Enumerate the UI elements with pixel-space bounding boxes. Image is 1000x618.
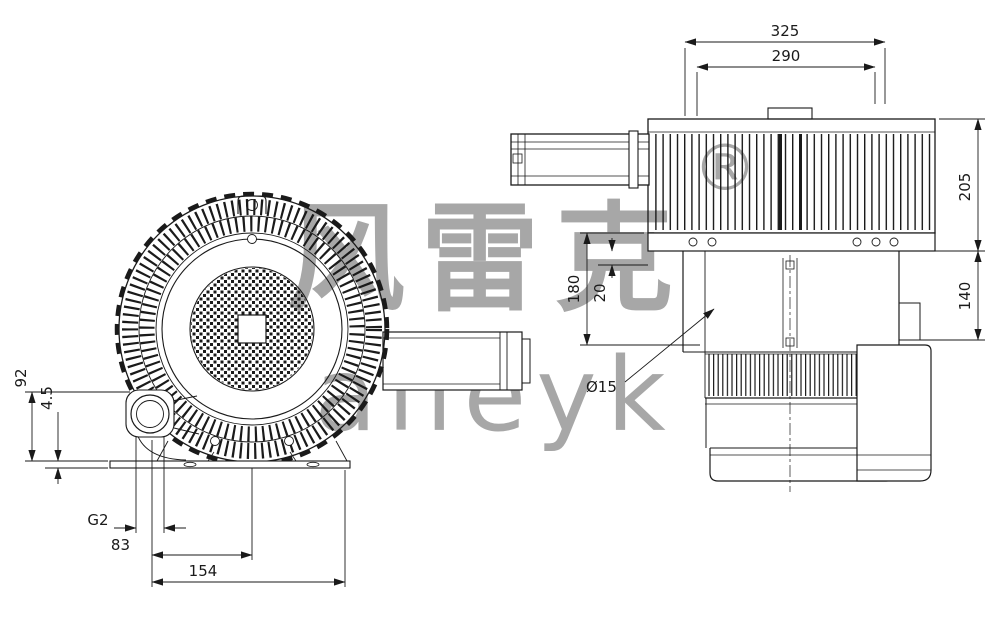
dim-thread-size-label: G2 [87, 511, 108, 529]
front-view-port [125, 389, 200, 461]
dim-upper-height-label: 205 [956, 173, 974, 202]
dim-flange-offset: 20 [591, 238, 648, 303]
dim-thread-size: G2 [87, 436, 186, 533]
front-view-grille [114, 191, 390, 467]
dim-lower-height: 140 [903, 250, 985, 341]
dim-port-offset-label: 83 [111, 536, 130, 554]
dim-lower-height-label: 140 [956, 282, 974, 311]
dim-flange-offset-label: 20 [591, 283, 609, 302]
dim-overall-width: 325 [684, 22, 886, 116]
side-view-top-cap [767, 107, 813, 120]
dim-base-thickness-label: 4.5 [38, 386, 56, 410]
dim-base-width: 154 [151, 470, 346, 587]
dim-inlet-height-label: 180 [565, 275, 583, 304]
dim-port-height: 92 [12, 368, 130, 462]
dim-overall-width-label: 325 [771, 22, 800, 40]
side-view-silencer [510, 130, 650, 189]
dim-base-width-label: 154 [189, 562, 218, 580]
dimensions: 325 290 205 140 180 [12, 22, 985, 587]
dim-base-thickness: 4.5 [38, 386, 108, 484]
dim-body-width-label: 290 [772, 47, 801, 65]
front-view-muffler [382, 331, 531, 391]
dim-upper-height: 205 [903, 118, 985, 252]
dim-port-offset: 83 [111, 440, 253, 587]
dim-hole-diameter-label: Ø15 [586, 378, 617, 396]
dim-hole-diameter: Ø15 [586, 308, 715, 396]
front-view [109, 191, 531, 469]
dim-inlet-height: 180 [565, 232, 700, 346]
side-view-body [647, 118, 936, 492]
front-view-base [109, 440, 351, 469]
side-view-terminal-box [856, 344, 932, 482]
side-view [510, 107, 936, 492]
dim-port-height-label: 92 [12, 368, 30, 387]
dim-body-width: 290 [696, 47, 876, 116]
